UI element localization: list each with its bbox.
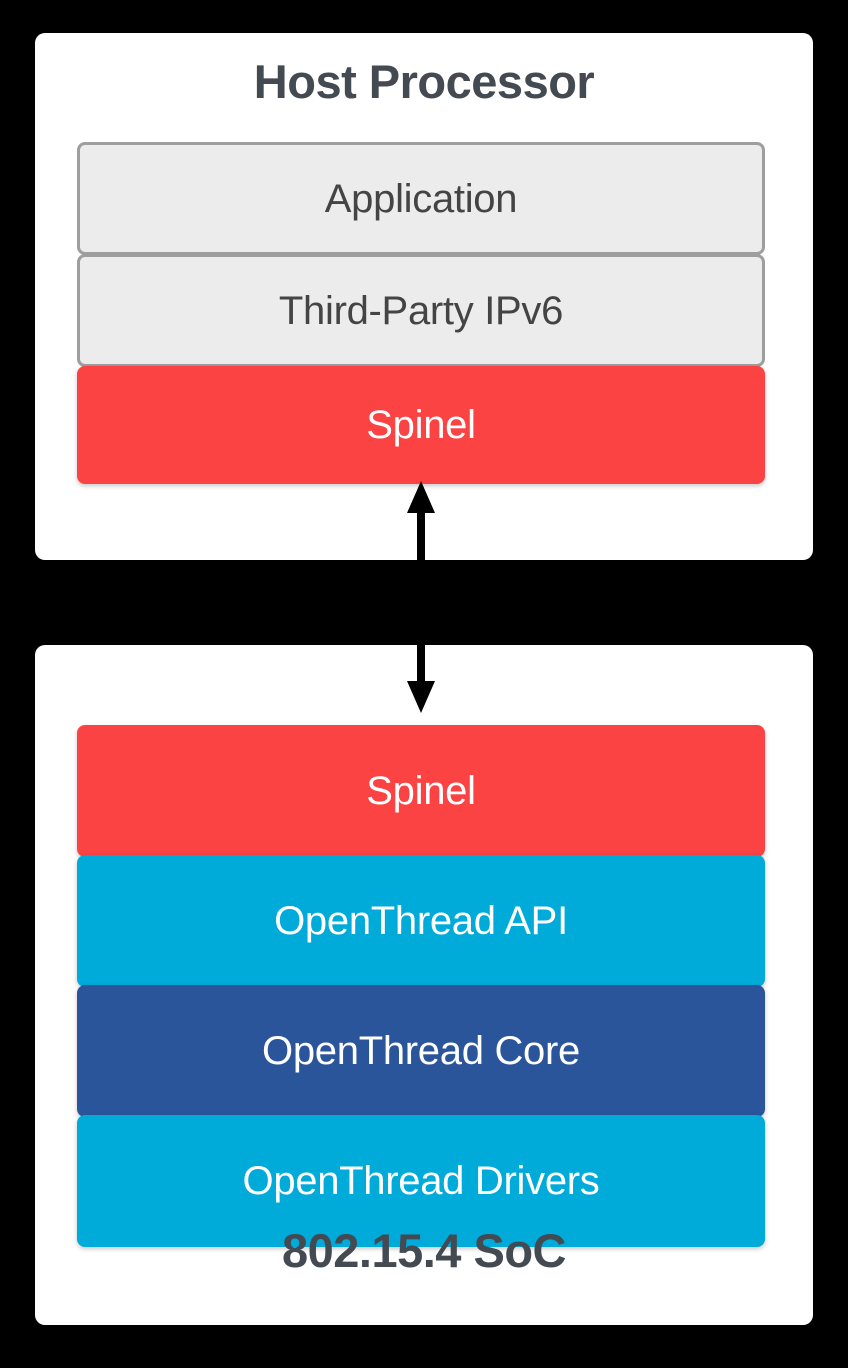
layer-host-spinel[interactable]: Spinel	[77, 366, 765, 484]
layer-openthread-core[interactable]: OpenThread Core	[77, 985, 765, 1117]
layer-third-party-ipv6[interactable]: Third-Party IPv6	[77, 254, 765, 367]
layer-application-label: Application	[324, 176, 518, 221]
host-processor-layer-stack: Application Third-Party IPv6 Spinel	[77, 142, 765, 484]
host-processor-title: Host Processor	[253, 55, 595, 108]
layer-application[interactable]: Application	[77, 142, 765, 255]
soc-layer-stack: Spinel OpenThread API OpenThread Core Op…	[77, 725, 765, 1247]
layer-openthread-api-label: OpenThread API	[274, 899, 568, 943]
layer-openthread-api[interactable]: OpenThread API	[77, 855, 765, 987]
layer-openthread-drivers-label: OpenThread Drivers	[242, 1159, 600, 1203]
layer-openthread-drivers[interactable]: OpenThread Drivers	[77, 1115, 765, 1247]
layer-third-party-ipv6-label: Third-Party IPv6	[278, 288, 564, 333]
layer-openthread-core-label: OpenThread Core	[262, 1029, 580, 1073]
soc-panel-title: 802.15.4 SoC	[281, 1224, 567, 1277]
layer-soc-spinel[interactable]: Spinel	[77, 725, 765, 857]
layer-host-spinel-label: Spinel	[366, 403, 476, 447]
spinel-connector-arrow	[407, 481, 435, 713]
layer-soc-spinel-label: Spinel	[366, 769, 476, 813]
